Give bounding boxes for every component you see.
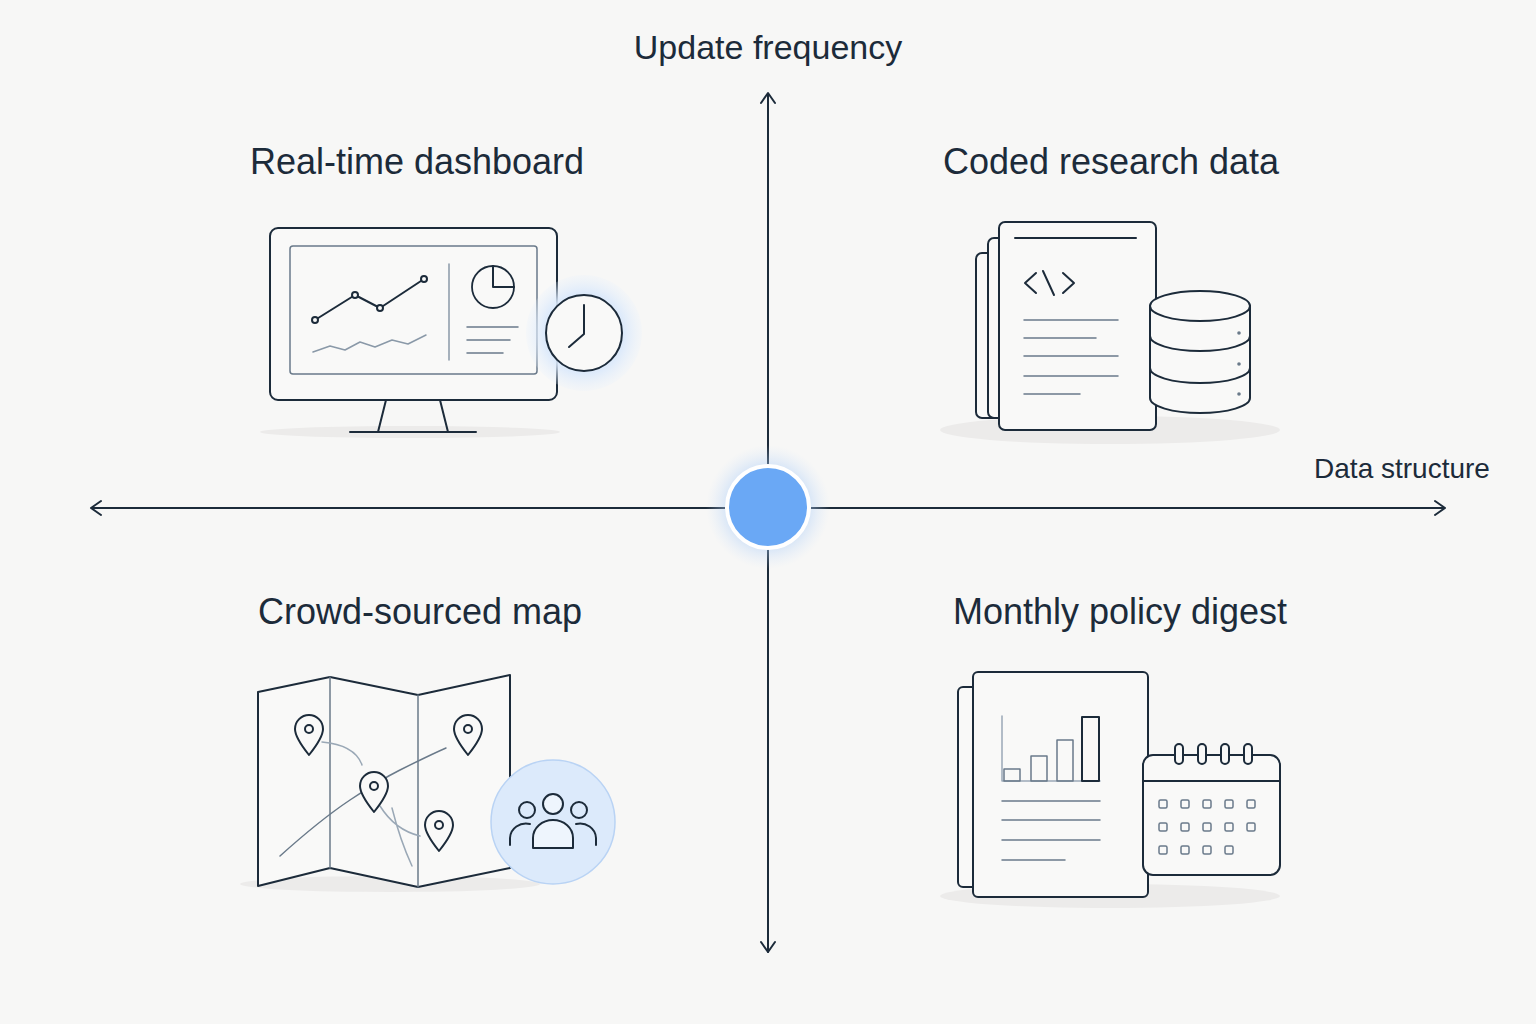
calendar-day [1225,846,1233,854]
calendar-day [1159,846,1167,854]
calendar-day [1159,823,1167,831]
quadrant-title: Real-time dashboard [250,141,584,182]
calendar-day [1225,800,1233,808]
center-dot [706,445,830,569]
digest-icon [940,672,1280,908]
research-data-icon [940,222,1280,444]
calendar-day [1181,823,1189,831]
dashboard-icon [260,228,642,438]
quadrant-title: Crowd-sourced map [258,591,582,632]
calendar-day [1181,846,1189,854]
calendar-day [1159,800,1167,808]
map-icon [240,675,615,892]
quadrant-title: Monthly policy digest [953,591,1287,632]
calendar-day [1203,846,1211,854]
calendar-day [1203,823,1211,831]
quadrant-title: Coded research data [943,141,1279,182]
axes [91,93,1445,952]
map-pins [295,715,482,851]
calendar-day [1247,800,1255,808]
calendar-day [1225,823,1233,831]
calendar-day [1203,800,1211,808]
calendar-day [1247,823,1255,831]
axis-label: Data structure [1314,453,1490,485]
calendar-day [1181,800,1189,808]
axis-label: Update frequency [634,28,902,67]
calendar-grid [1159,800,1255,854]
